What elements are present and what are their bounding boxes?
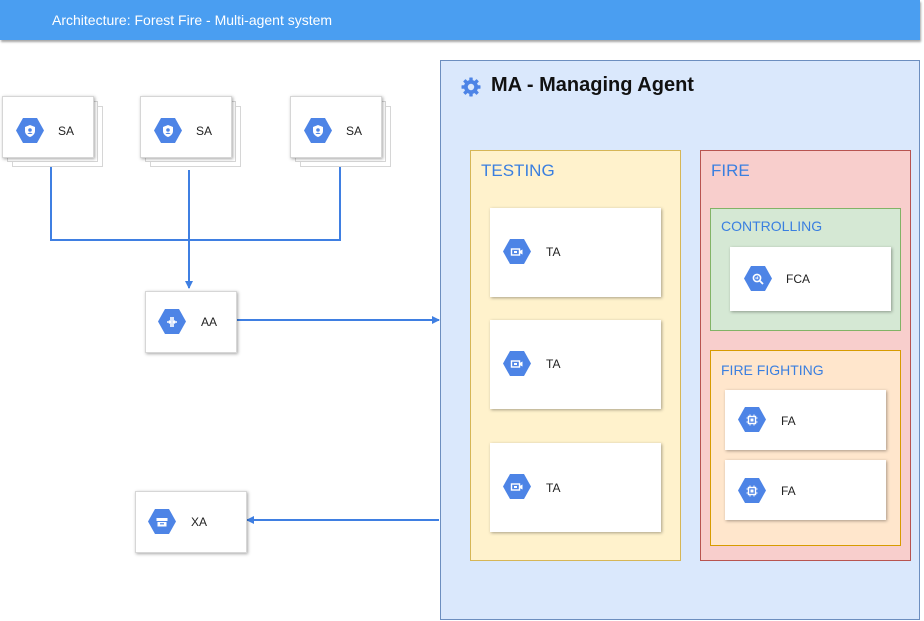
fca-label: FCA [786,272,810,286]
aggregator-label: AA [201,315,218,329]
security-shield-icon [304,118,332,143]
testing-agent-label: TA [546,245,561,259]
sensor-card: SA [2,96,94,158]
external-label: XA [191,515,208,529]
sensor-card: SA [140,96,232,158]
gear-icon [460,76,482,103]
fire-fighting-title: FIRE FIGHTING [721,362,824,378]
sensor-label: SA [346,124,363,138]
aggregator-agent[interactable]: AA [145,291,237,353]
testing-agent-label: TA [546,357,561,371]
video-intelligence-icon [503,351,531,376]
sensor-label: SA [58,124,75,138]
fa-label: FA [781,414,796,428]
magnifier-analytics-icon [744,266,772,291]
testing-agent-label: TA [546,481,561,495]
diagram-title: Architecture: Forest Fire - Multi-agent … [52,12,333,28]
network-load-balancer-icon [158,309,186,334]
sensor-card: SA [290,96,382,158]
video-intelligence-icon [503,239,531,264]
sensor-label: SA [196,124,213,138]
fire-fighting-agent-1[interactable]: FA [725,390,886,450]
external-agent[interactable]: XA [135,491,247,553]
sensor-merge-line [50,163,341,241]
fire-fighting-agent-2[interactable]: FA [725,460,886,520]
processor-chip-icon [738,407,766,432]
fire-controlling-agent[interactable]: FCA [730,247,891,311]
storage-drawer-icon [148,509,176,534]
title-bar: Architecture: Forest Fire - Multi-agent … [0,0,920,40]
testing-agent-3[interactable]: TA [490,443,661,532]
security-shield-icon [154,118,182,143]
testing-title: TESTING [481,161,555,180]
processor-chip-icon [738,478,766,503]
testing-agent-1[interactable]: TA [490,208,661,297]
fire-title: FIRE [711,161,750,180]
security-shield-icon [16,118,44,143]
video-intelligence-icon [503,474,531,499]
managing-agent-title: MA - Managing Agent [491,74,694,96]
controlling-title: CONTROLLING [721,218,823,234]
fa-label: FA [781,484,796,498]
testing-agent-2[interactable]: TA [490,320,661,409]
